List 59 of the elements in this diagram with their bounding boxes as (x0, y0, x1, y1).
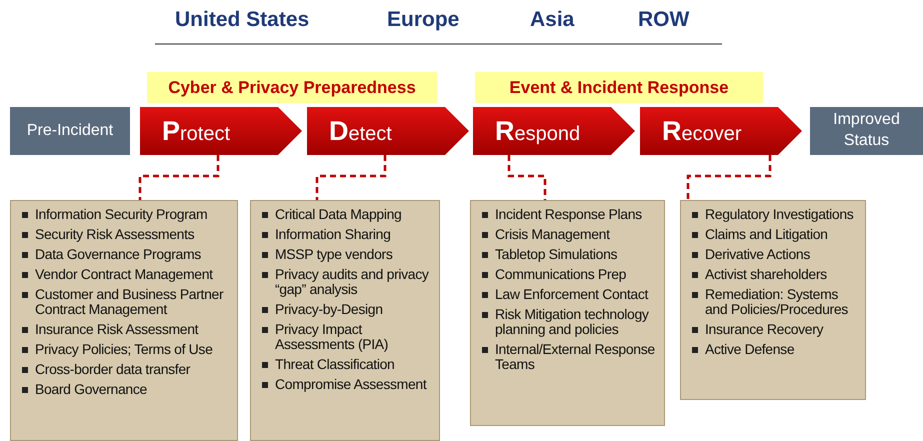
list-item: Risk Mitigation technology planning and policies (481, 306, 658, 337)
list-item: Information Security Program (21, 207, 231, 222)
process-step (307, 107, 469, 155)
list-item: Information Sharing (261, 226, 433, 242)
task-list-panel (10, 200, 238, 441)
status-label: Pre-Incident (26, 120, 114, 141)
list-item: Privacy-by-Design (261, 302, 433, 317)
list-item: Derivative Actions (691, 246, 859, 262)
dashed-connector (316, 155, 386, 200)
list-item: Crisis Management (481, 226, 658, 242)
dashed-connector (138, 155, 220, 200)
region-label: Europe (387, 8, 460, 32)
task-list-panel (470, 200, 665, 426)
phase-title: Cyber & Privacy Preparedness (168, 78, 416, 98)
list-item: Insurance Risk Assessment (21, 322, 231, 337)
process-step (640, 107, 802, 155)
task-list-panel (250, 200, 440, 441)
list-item: Compromise Assessment (261, 376, 433, 392)
dashed-connector (508, 155, 546, 200)
dashed-connector (686, 155, 772, 200)
list-item: Communications Prep (481, 266, 658, 282)
list-item: MSSP type vendors (261, 246, 433, 262)
list-item: Privacy Policies; Terms of Use (21, 342, 231, 357)
list-item: Privacy audits and privacy “gap” analysis (261, 266, 433, 297)
stage-name: Detect (329, 116, 392, 146)
stage-name: Respond (495, 116, 580, 146)
list-item: Privacy Impact Assessments (PIA) (261, 322, 433, 352)
list-item: Internal/External Response Teams (481, 342, 658, 372)
region-label: United States (175, 8, 310, 32)
list-item: Incident Response Plans (481, 207, 658, 222)
list-item: Insurance Recovery (691, 322, 859, 337)
region-label: Asia (530, 8, 574, 32)
list-item: Law Enforcement Contact (481, 286, 658, 302)
phase-band (475, 72, 763, 103)
list-item: Remediation: Systems and Policies/Procedures (691, 286, 859, 317)
list-item: Vendor Contract Management (21, 266, 231, 282)
list-item: Customer and Business Partner Contract Management (21, 286, 231, 317)
task-list-panel (680, 200, 866, 400)
stage-name: Protect (162, 116, 230, 146)
list-item: Regulatory Investigations (691, 207, 859, 222)
list-item: Cross-border data transfer (21, 362, 231, 377)
phase-band (147, 72, 437, 103)
list-item: Threat Classification (261, 356, 433, 372)
list-item: Tabletop Simulations (481, 246, 658, 262)
phase-title: Event & Incident Response (509, 78, 729, 98)
list-item: Claims and Litigation (691, 226, 859, 242)
status-box (810, 107, 923, 155)
status-label: Improved Status (832, 110, 901, 151)
list-item: Activist shareholders (691, 266, 859, 282)
list-item: Board Governance (21, 382, 231, 397)
list-item: Critical Data Mapping (261, 207, 433, 222)
status-box (10, 107, 130, 155)
region-label: ROW (638, 8, 690, 32)
process-step (473, 107, 635, 155)
process-step (140, 107, 302, 155)
list-item: Security Risk Assessments (21, 226, 231, 242)
list-item: Active Defense (691, 342, 859, 357)
list-item: Data Governance Programs (21, 246, 231, 262)
stage-name: Recover (662, 116, 742, 146)
